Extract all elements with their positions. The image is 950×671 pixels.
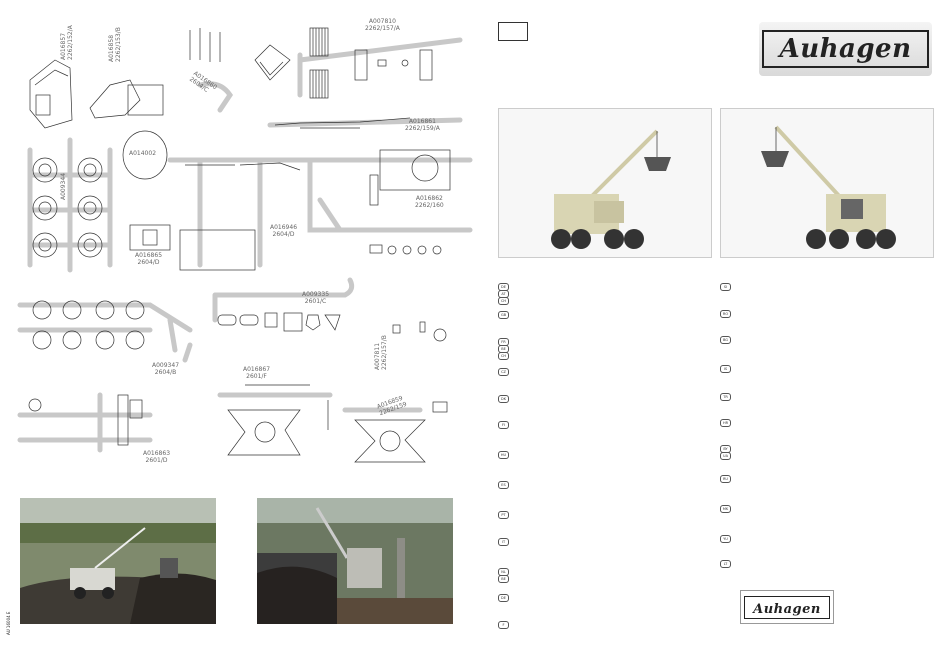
language-list-right: SI RO BG IS TR HR BY UA RU MK YU LT — [720, 283, 740, 573]
language-badge: CH — [498, 297, 509, 305]
language-badge: RU — [720, 475, 731, 483]
part-label-7: A009344 — [60, 172, 67, 200]
language-badge: BG — [720, 336, 731, 344]
language-badge: HR — [720, 419, 731, 427]
scene-photo-quarry — [20, 498, 216, 624]
language-badge: ES — [498, 481, 509, 489]
language-badge: LT — [720, 560, 731, 568]
language-badge: GB — [498, 311, 509, 319]
language-badge: IT — [498, 538, 509, 546]
brand-logo-large: Auhagen — [759, 22, 932, 76]
article-code: AU 16004 E — [6, 611, 11, 635]
crane-photo-left — [498, 108, 712, 258]
language-box — [498, 22, 528, 41]
language-badge: MK — [720, 505, 731, 513]
parts-diagram — [17, 27, 473, 463]
language-badge: BE — [498, 575, 509, 583]
part-label-6: A014002 — [129, 150, 157, 157]
language-badge: FI — [498, 421, 509, 429]
language-badge: CZ — [498, 368, 509, 376]
language-badge: TR — [720, 393, 731, 401]
crane-photo-right — [720, 108, 934, 258]
language-badge: CH — [498, 352, 509, 360]
language-badge: F — [498, 621, 509, 629]
language-badge: HU — [498, 451, 509, 459]
language-badge: UA — [720, 452, 731, 460]
language-badge: IS — [720, 365, 731, 373]
language-badge: DE — [498, 594, 509, 602]
language-badge: SI — [720, 283, 731, 291]
scene-photo-loading — [257, 498, 453, 624]
language-badge: RO — [720, 310, 731, 318]
brand-logo-small: Auhagen — [740, 590, 834, 624]
language-badge: PT — [498, 511, 509, 519]
language-badge: DK — [498, 395, 509, 403]
language-list-left: DE AT CH GB FR BE CH CZ DK FI HU ES PT I… — [498, 283, 518, 633]
language-badge: YU — [720, 535, 731, 543]
